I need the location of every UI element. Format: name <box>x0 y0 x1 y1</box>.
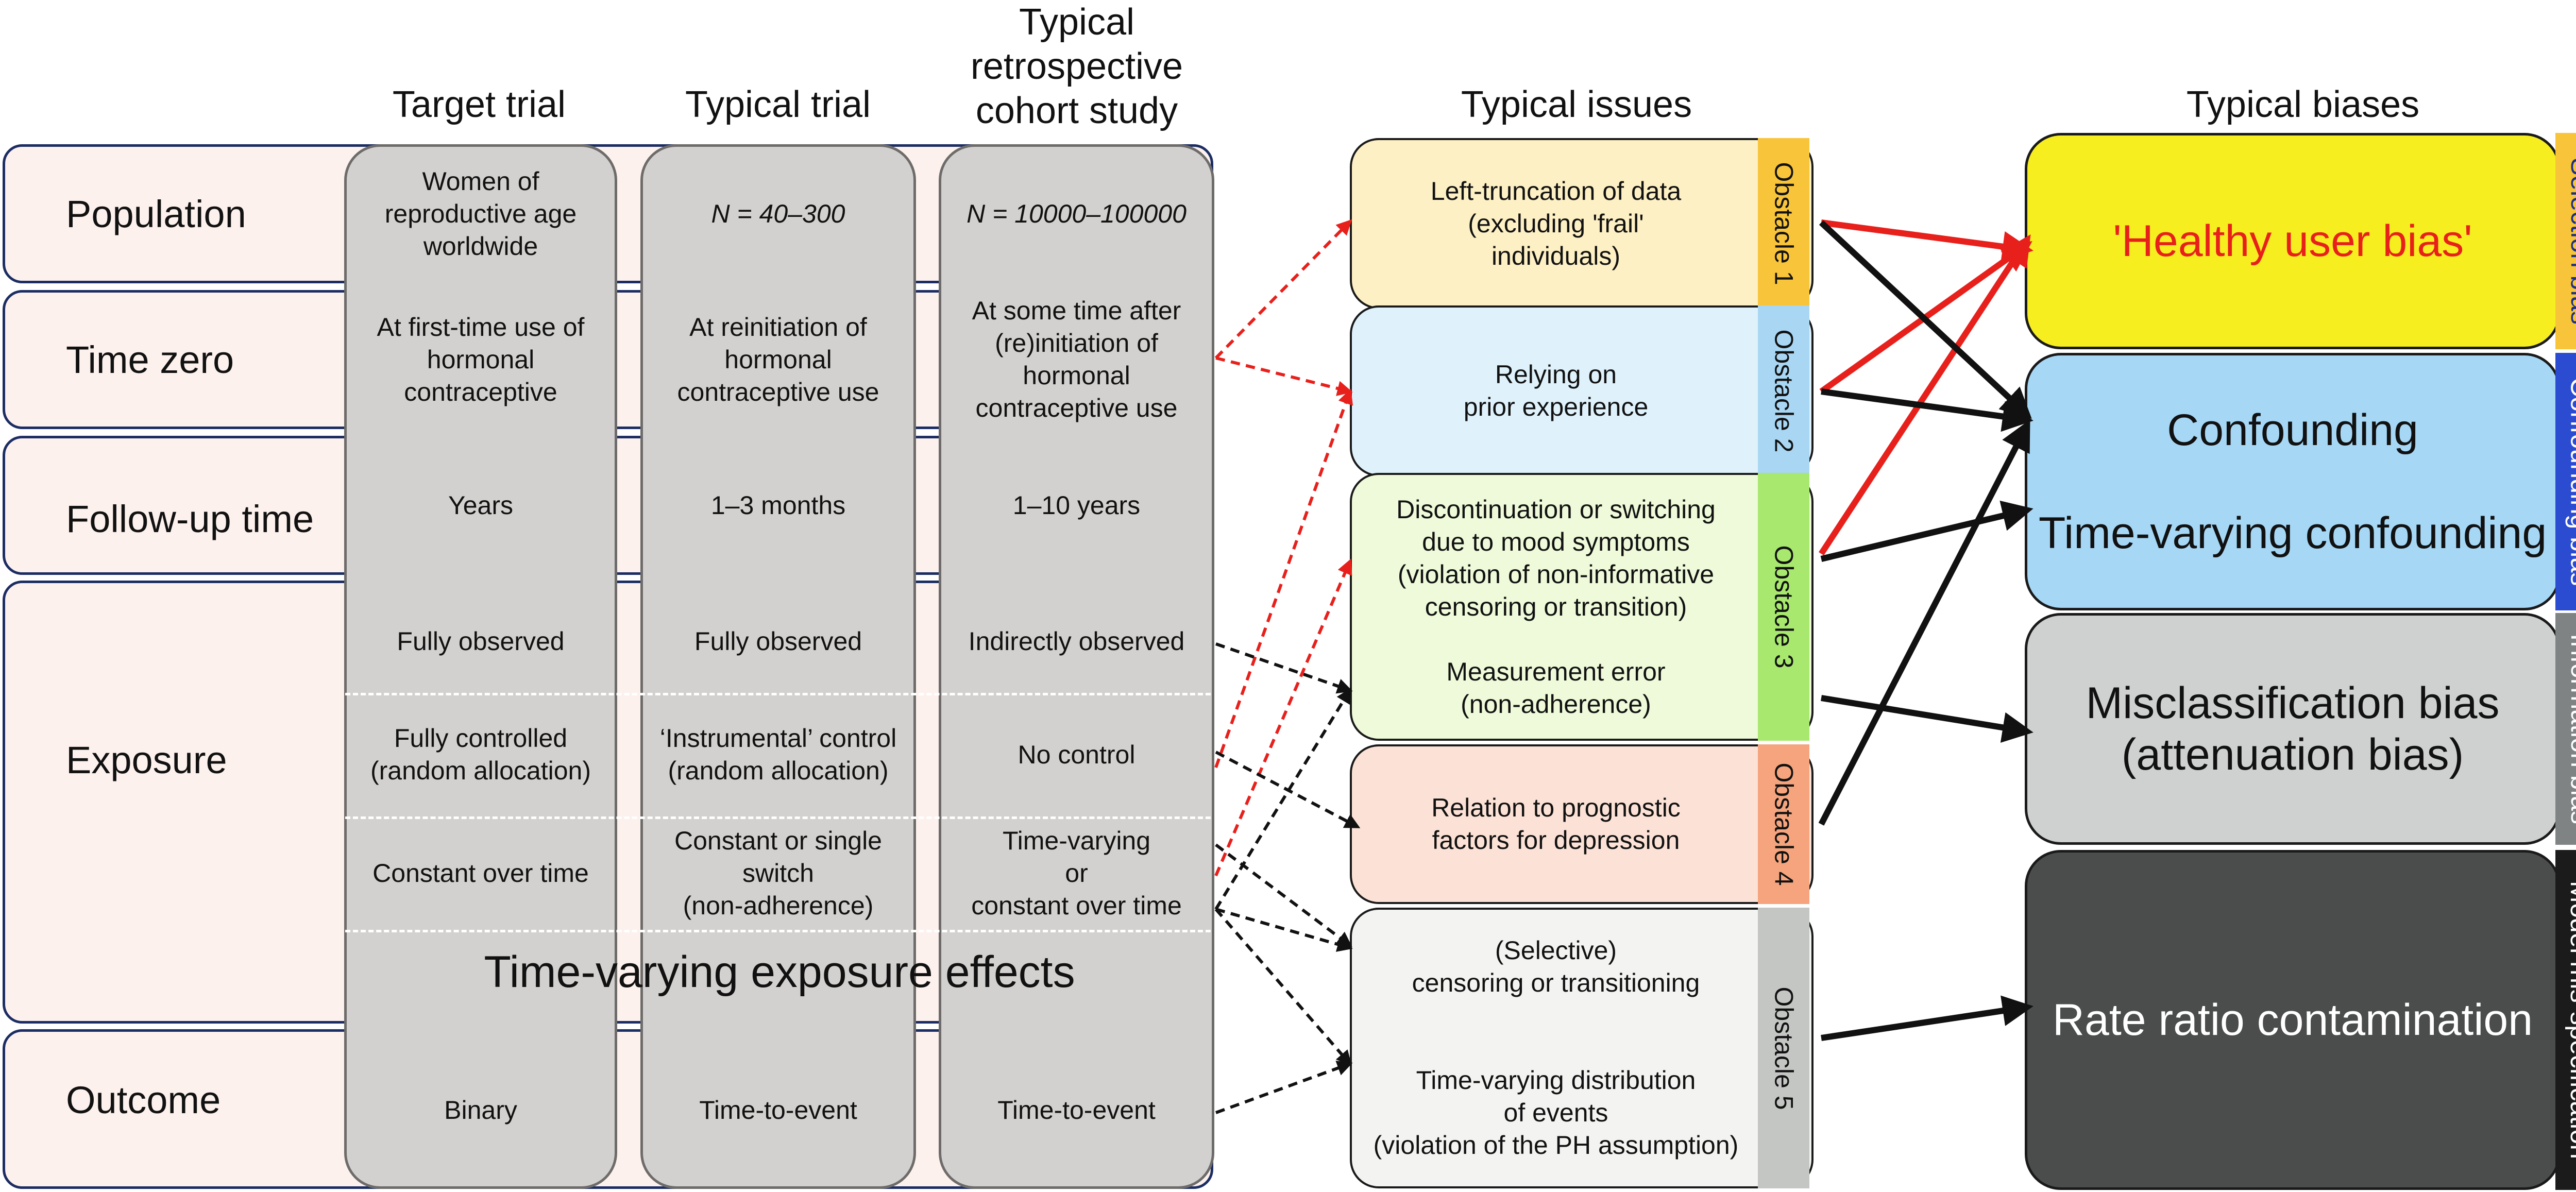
bias-category-tab-4: Model mis-specification <box>2555 850 2576 1190</box>
row-label-exposure: Exposure <box>66 738 227 781</box>
arrow-solid-black <box>1818 419 2030 826</box>
column-pill-target-trial <box>344 144 617 1189</box>
issue-text: Left-truncation of data (excluding 'frai… <box>1430 176 1682 270</box>
cell-follow-up-target: Years <box>448 490 514 520</box>
cell-time-zero-retro: At some time after (re)initiation of hor… <box>972 296 1181 422</box>
arrow-dashed-black <box>1215 843 1352 947</box>
cell-population-typical: N = 40–300 <box>711 199 845 228</box>
arrow-solid-black <box>1821 695 2033 743</box>
bias-line: (attenuation bias) <box>2121 730 2464 779</box>
cell-outcome-retro: Time-to-event <box>997 1095 1156 1125</box>
cell-follow-up-typical: 1–3 months <box>710 490 846 520</box>
arrow-dashed-red <box>1214 388 1353 769</box>
arrow-solid-black <box>1821 388 2033 432</box>
row-label-outcome: Outcome <box>66 1078 221 1121</box>
header-typical-issues: Typical issues <box>1461 84 1692 125</box>
arrow-dashed-black <box>1215 908 1353 952</box>
row-label-population: Population <box>66 192 246 235</box>
bias-category-tab-3: Information bias <box>2555 613 2576 845</box>
obstacle-label: Obstacle 2 <box>1769 329 1799 453</box>
obstacle-tab-5: Obstacle 5 <box>1758 908 1809 1188</box>
exposure-separator <box>345 930 1211 932</box>
cell-exposure-control-target: Fully controlled (random allocation) <box>370 724 591 785</box>
arrow-solid-red <box>1819 241 2032 394</box>
arrow-dashed-black <box>1215 642 1353 694</box>
cell-exposure-observed-target: Fully observed <box>397 626 565 656</box>
arrow-dashed-black <box>1215 751 1361 828</box>
issue-box-obstacle-4: Relation to prognostic factors for depre… <box>1350 744 1814 904</box>
header-typical-trial: Typical trial <box>685 84 871 125</box>
bias-line: Rate ratio contamination <box>2052 995 2533 1045</box>
arrow-dashed-black <box>1214 687 1352 910</box>
issue-box-obstacle-5: (Selective) censoring or transitioning T… <box>1350 908 1814 1188</box>
issue-box-obstacle-2: Relying on prior experience <box>1350 305 1814 476</box>
column-pill-retrospective-cohort <box>939 144 1214 1189</box>
arrow-dashed-black <box>1214 908 1352 1066</box>
cell-exposure-control-retro: No control <box>1018 740 1136 769</box>
bias-line: Confounding <box>2167 405 2418 455</box>
arrow-dashed-red <box>1214 219 1352 360</box>
header-typical-biases: Typical biases <box>2186 84 2420 125</box>
bias-category-label: Model mis-specification <box>2565 880 2576 1160</box>
issue-text: Discontinuation or switching due to mood… <box>1396 495 1716 719</box>
bias-category-label: Information bias <box>2565 634 2576 824</box>
obstacle-label: Obstacle 1 <box>1769 162 1799 285</box>
cell-outcome-typical: Time-to-event <box>699 1095 857 1125</box>
issue-text: (Selective) censoring or transitioning T… <box>1373 936 1739 1160</box>
issue-text: Relying on prior experience <box>1463 360 1649 421</box>
arrow-solid-black <box>1819 220 2032 419</box>
cell-outcome-target: Binary <box>444 1095 517 1125</box>
header-retrospective-cohort: Typical retrospective cohort study <box>970 2 1183 131</box>
arrow-dashed-red <box>1215 356 1353 396</box>
bias-line: 'Healthy user bias' <box>2113 216 2472 266</box>
time-varying-exposure-effects: Time-varying exposure effects <box>484 947 1075 997</box>
cell-time-zero-typical: At reinitiation of hormonal contraceptiv… <box>677 312 879 406</box>
cell-exposure-time-typical: Constant or single switch (non-adherence… <box>674 826 882 920</box>
bias-category-tab-2: Confounding bias <box>2555 353 2576 610</box>
arrow-solid-black <box>1821 995 2033 1041</box>
arrow-solid-black <box>1820 500 2033 562</box>
exposure-separator <box>345 816 1211 819</box>
arrow-solid-red <box>1821 219 2033 262</box>
bias-line: Time-varying confounding <box>2038 508 2547 558</box>
arrow-dashed-black <box>1215 1061 1353 1114</box>
obstacle-tab-4: Obstacle 4 <box>1758 744 1809 904</box>
bias-line: Misclassification bias <box>2086 678 2500 728</box>
bias-box-4: Rate ratio contamination <box>2025 850 2561 1190</box>
header-target-trial: Target trial <box>392 84 566 125</box>
cell-follow-up-retro: 1–10 years <box>1012 490 1141 520</box>
arrow-dashed-red <box>1214 558 1352 877</box>
arrow-solid-red <box>1818 234 2031 556</box>
bias-category-tab-1: Selection bias <box>2555 133 2576 349</box>
bias-box-3: Misclassification bias(attenuation bias) <box>2025 613 2561 845</box>
issue-box-obstacle-1: Left-truncation of data (excluding 'frai… <box>1350 138 1814 309</box>
cell-exposure-observed-retro: Indirectly observed <box>968 626 1185 656</box>
cell-exposure-control-typical: ‘Instrumental’ control (random allocatio… <box>659 724 897 785</box>
cell-exposure-observed-typical: Fully observed <box>694 626 862 656</box>
issue-box-obstacle-3: Discontinuation or switching due to mood… <box>1350 473 1814 741</box>
issue-text: Relation to prognostic factors for depre… <box>1431 793 1681 855</box>
obstacle-label: Obstacle 5 <box>1769 986 1799 1110</box>
obstacle-tab-3: Obstacle 3 <box>1758 473 1809 741</box>
bias-category-label: Selection bias <box>2565 158 2576 325</box>
cell-exposure-time-target: Constant over time <box>372 858 589 888</box>
row-label-follow-up: Follow-up time <box>66 497 314 540</box>
cell-time-zero-target: At first-time use of hormonal contracept… <box>377 312 585 406</box>
obstacle-tab-1: Obstacle 1 <box>1758 138 1809 309</box>
bias-category-label: Confounding bias <box>2565 377 2576 586</box>
cell-exposure-time-retro: Time-varying or constant over time <box>971 826 1182 920</box>
bias-box-1: 'Healthy user bias' <box>2025 133 2561 349</box>
obstacle-tab-2: Obstacle 2 <box>1758 305 1809 476</box>
cell-population-retro: N = 10000–100000 <box>967 199 1187 228</box>
column-pill-typical-trial <box>640 144 916 1189</box>
exposure-separator <box>345 693 1211 695</box>
obstacle-label: Obstacle 4 <box>1769 762 1799 886</box>
cell-population-target: Women of reproductive age worldwide <box>384 166 577 261</box>
obstacle-label: Obstacle 3 <box>1769 545 1799 669</box>
row-label-time-zero: Time zero <box>66 338 234 381</box>
